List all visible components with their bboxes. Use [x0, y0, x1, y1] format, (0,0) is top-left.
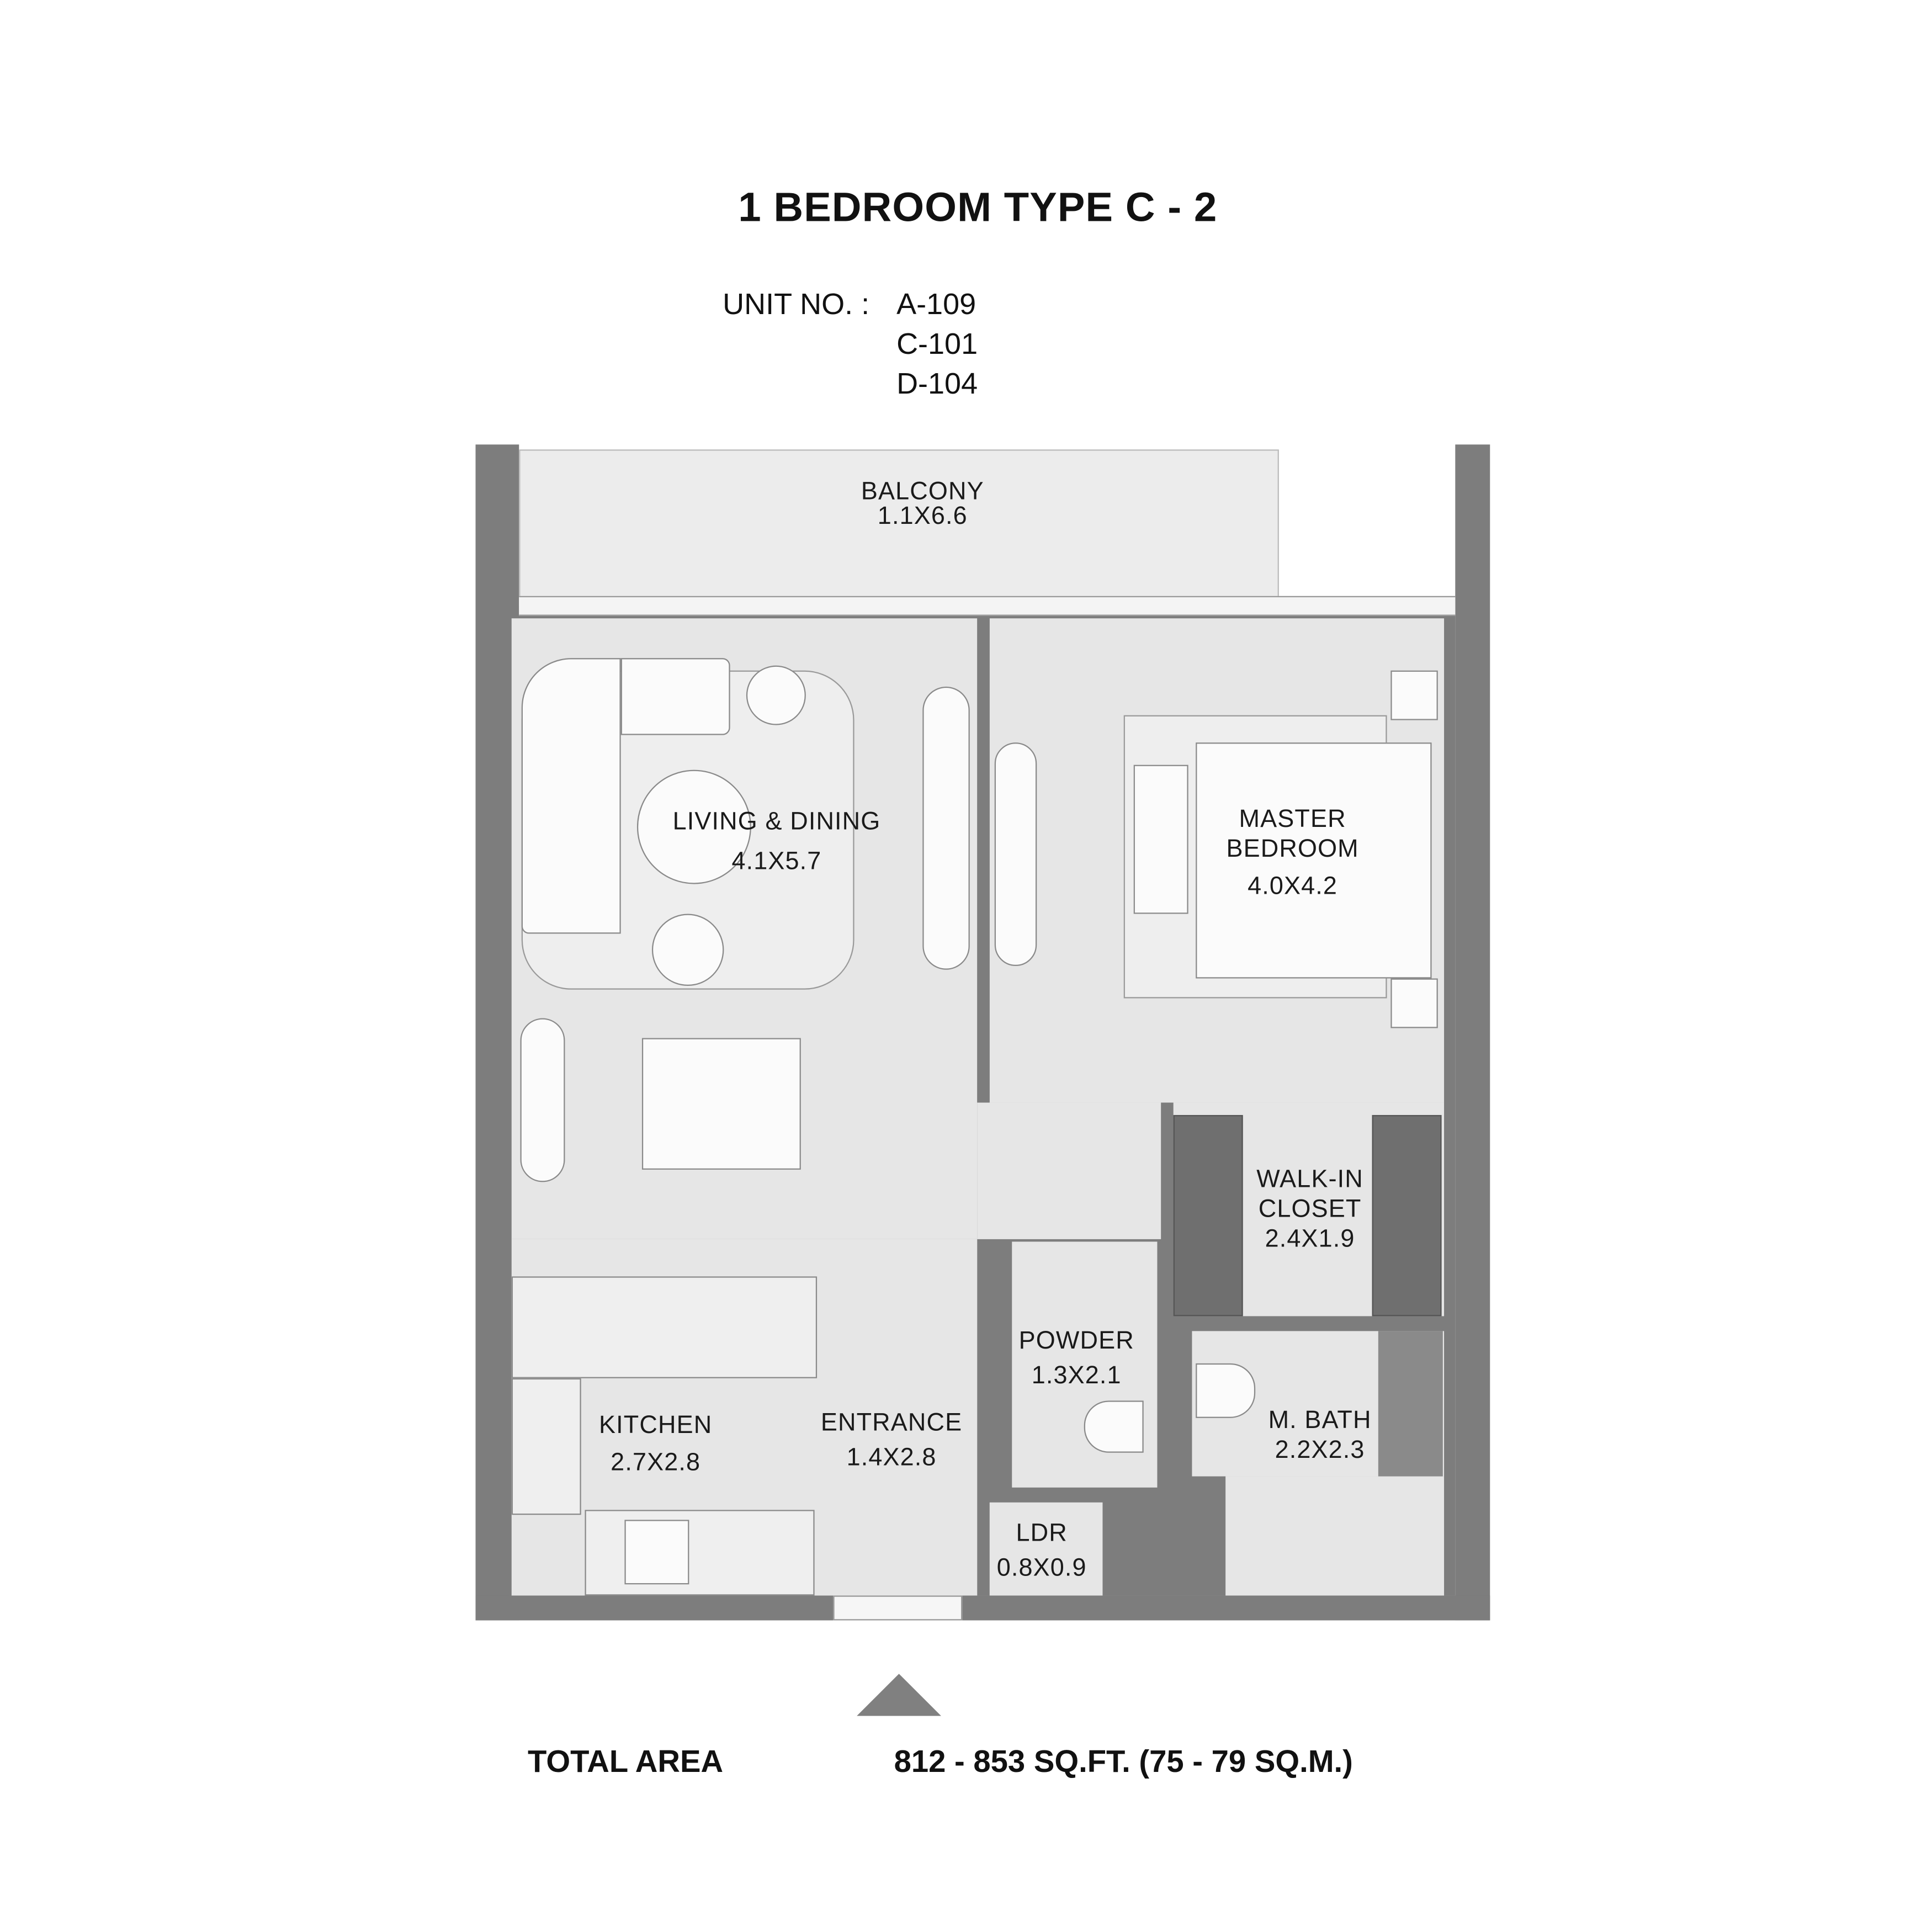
balcony-area: [519, 449, 1279, 606]
toilet-icon: [1196, 1363, 1256, 1418]
wall-bottom: [475, 1595, 1490, 1621]
sofa: [1133, 765, 1188, 914]
nightstand: [1390, 670, 1438, 720]
nightstand: [1390, 978, 1438, 1028]
partition-wall: [977, 618, 990, 1103]
dining-table: [641, 1038, 801, 1170]
shower-floor: [1225, 1476, 1445, 1596]
balcony-glazing: [519, 596, 1456, 616]
entrance-door[interactable]: [833, 1595, 963, 1621]
ldr-floor: [989, 1502, 1103, 1596]
wall-right: [1455, 444, 1490, 1621]
bench: [520, 1018, 565, 1182]
bed: [1196, 742, 1432, 979]
sofa: [521, 658, 621, 934]
plan-title: 1 BEDROOM TYPE C - 2: [738, 183, 1218, 230]
unit-number: D-104: [896, 367, 978, 401]
unit-number: A-109: [896, 288, 976, 322]
kitchen-counter: [511, 1378, 581, 1515]
cooktop-icon: [624, 1520, 689, 1585]
wardrobe: [1372, 1114, 1442, 1317]
kitchen-counter: [585, 1510, 815, 1596]
toilet-icon: [1084, 1400, 1144, 1453]
coffee-table: [636, 769, 751, 884]
total-area-value: 812 - 853 SQ.FT. (75 - 79 SQ.M.): [894, 1744, 1353, 1780]
console: [922, 686, 970, 970]
total-area-label: TOTAL AREA: [527, 1744, 724, 1780]
armchair: [651, 914, 724, 986]
bench: [994, 742, 1037, 967]
unit-label: UNIT NO. :: [723, 288, 870, 322]
north-arrow-icon: [857, 1674, 942, 1716]
side-table: [746, 665, 806, 725]
wardrobe: [1173, 1114, 1243, 1317]
unit-number: C-101: [896, 327, 978, 362]
sofa: [620, 658, 730, 735]
vanity: [1378, 1331, 1443, 1477]
kitchen-island: [511, 1276, 818, 1378]
corridor-floor: [977, 1102, 1161, 1239]
